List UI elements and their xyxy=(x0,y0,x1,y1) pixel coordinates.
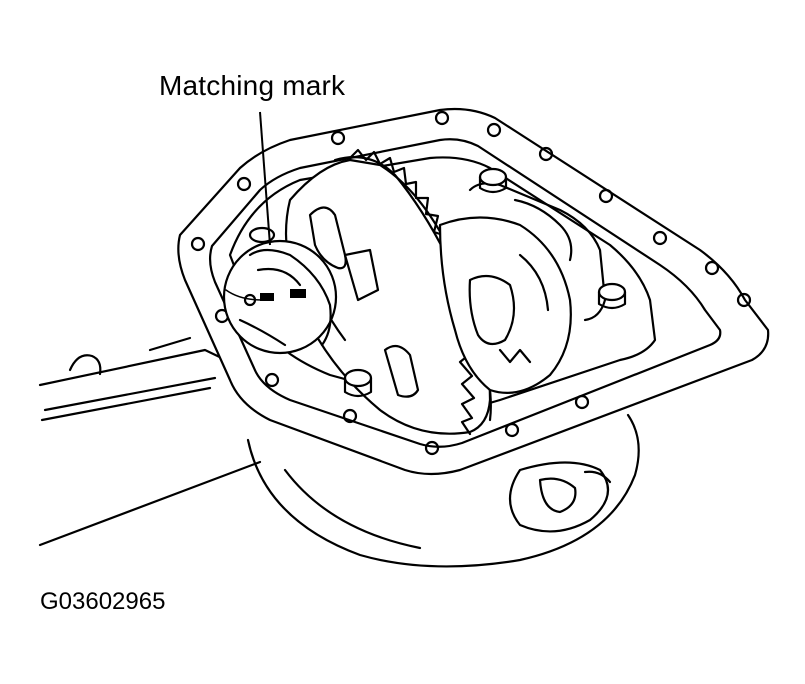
matching-mark-right xyxy=(290,289,306,298)
matching-mark-label: Matching mark xyxy=(159,70,346,101)
callout-leader-line xyxy=(259,111,271,246)
matching-mark-detail-circle xyxy=(222,239,338,355)
flange-bolt-holes xyxy=(190,110,752,456)
housing-bowl xyxy=(246,413,640,568)
bearing-cap-right xyxy=(468,167,627,322)
pinion-gear xyxy=(438,216,572,394)
matching-mark-left xyxy=(260,293,274,301)
figure-code: G03602965 xyxy=(40,588,166,615)
bearing-cap-left xyxy=(248,226,373,398)
housing-cavity xyxy=(228,156,657,408)
